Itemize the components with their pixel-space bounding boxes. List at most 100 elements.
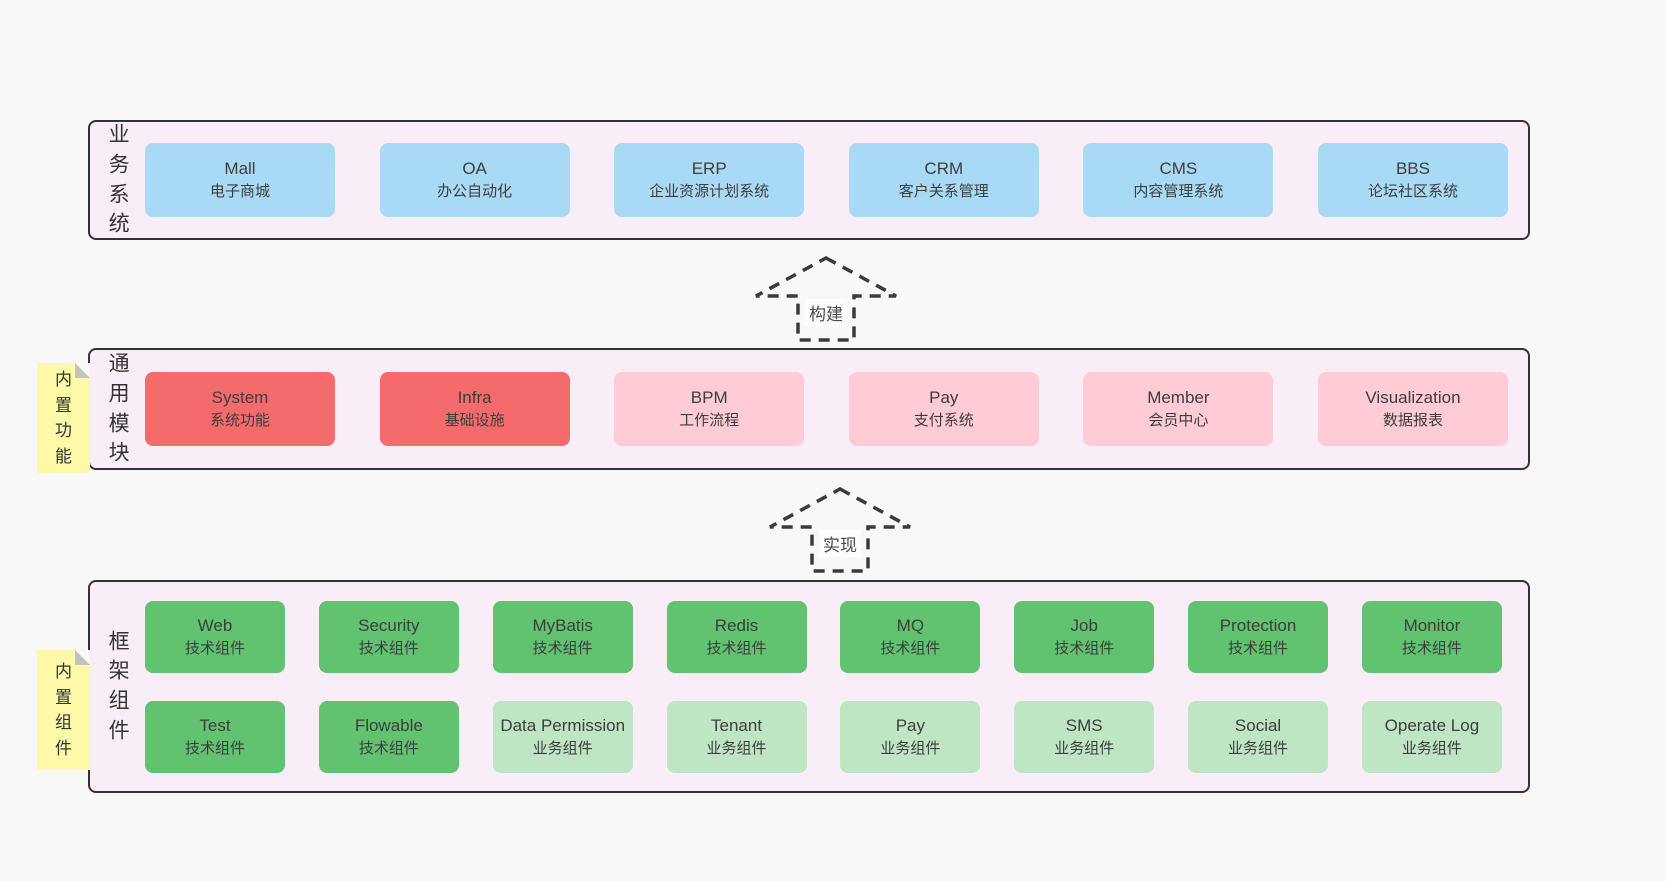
box-en-label: Web [197,615,233,635]
box-zh-label: 技术组件 [1054,639,1115,657]
box-bbs: BBS 论坛社区系统 [1317,143,1508,217]
box-en-label: Flowable [354,715,423,735]
sticky-note-built-in-components: 内置组件 [37,650,90,770]
box-job: Job 技术组件 [1014,600,1155,673]
arrow-up-icon [755,256,897,342]
box-zh-label: 工作流程 [679,412,740,429]
box-zh-label: 内容管理系统 [1133,183,1224,200]
box-protection: Protection 技术组件 [1188,600,1329,673]
box-en-label: CRM [924,159,964,178]
box-zh-label: 系统功能 [209,412,270,429]
sticky-label: 内置组件 [54,662,72,758]
box-en-label: MyBatis [532,615,593,635]
box-pay-component: Pay 业务组件 [840,700,981,773]
box-bpm: BPM 工作流程 [614,372,805,446]
box-zh-label: 业务组件 [1228,739,1289,757]
box-zh-label: 技术组件 [358,639,419,657]
box-zh-label: 办公自动化 [437,183,513,200]
box-zh-label: 数据报表 [1382,412,1443,429]
box-security: Security 技术组件 [318,600,459,673]
box-en-label: Visualization [1365,388,1461,407]
common-modules-panel: 通用模块 System 系统功能 Infra 基础设施 BPM 工作流程 Pay… [88,348,1530,470]
box-en-label: System [211,388,269,407]
box-zh-label: 客户关系管理 [898,183,989,200]
box-en-label: Mall [224,159,256,178]
framework-components-side-label: 框架组件 [108,629,130,743]
box-en-label: BPM [690,388,728,407]
box-en-label: CMS [1159,159,1198,178]
business-systems-side-label: 业务系统 [108,123,130,236]
business-systems-panel: 业务系统 Mall 电子商城 OA 办公自动化 ERP 企业资源计划系统 CRM… [88,120,1530,240]
box-tenant: Tenant 业务组件 [666,700,807,773]
box-zh-label: 业务组件 [880,739,941,757]
box-zh-label: 论坛社区系统 [1367,183,1458,200]
box-en-label: Operate Log [1384,715,1480,735]
arrow-build-label: 构建 [805,299,847,326]
common-modules-side-label: 通用模块 [108,352,130,465]
arrow-implement-label: 实现 [819,530,861,557]
box-mybatis: MyBatis 技术组件 [492,600,633,673]
box-en-label: Pay [895,715,926,735]
box-zh-label: 业务组件 [1401,739,1462,757]
box-en-label: OA [462,159,487,178]
box-zh-label: 技术组件 [1228,639,1289,657]
sticky-label: 内置功能 [54,370,72,466]
box-test: Test 技术组件 [145,700,285,773]
box-web: Web 技术组件 [145,600,285,673]
box-en-label: Infra [457,388,492,407]
box-oa: OA 办公自动化 [379,143,570,217]
framework-row-2: Test 技术组件 Flowable 技术组件 Data Permission … [145,700,1502,773]
box-en-label: BBS [1395,159,1430,178]
box-en-label: ERP [691,159,727,178]
box-en-label: Pay [929,388,959,407]
box-redis: Redis 技术组件 [666,600,807,673]
box-visualization: Visualization 数据报表 [1317,372,1508,446]
box-en-label: Security [358,615,420,635]
box-en-label: Test [199,715,231,735]
sticky-note-built-in-features: 内置功能 [37,363,90,473]
box-sms: SMS 业务组件 [1014,700,1155,773]
box-system: System 系统功能 [145,372,335,446]
arrow-implement: 实现 [766,486,914,574]
box-en-label: MQ [896,615,925,635]
box-crm: CRM 客户关系管理 [848,143,1039,217]
box-zh-label: 技术组件 [532,639,593,657]
box-zh-label: 基础设施 [444,412,505,429]
box-erp: ERP 企业资源计划系统 [614,143,805,217]
framework-row-1: Web 技术组件 Security 技术组件 MyBatis 技术组件 Redi… [145,600,1502,673]
box-en-label: Job [1070,615,1098,635]
box-en-label: Member [1147,388,1210,407]
framework-components-panel: 框架组件 Web 技术组件 Security 技术组件 MyBatis 技术组件… [88,580,1530,793]
box-en-label: Protection [1219,615,1297,635]
box-en-label: SMS [1065,715,1103,735]
common-modules-row: System 系统功能 Infra 基础设施 BPM 工作流程 Pay 支付系统… [145,372,1508,446]
box-zh-label: 技术组件 [706,639,767,657]
box-en-label: Monitor [1403,615,1461,635]
box-operate-log: Operate Log 业务组件 [1361,700,1502,773]
box-zh-label: 技术组件 [184,639,245,657]
box-en-label: Social [1234,715,1282,735]
box-zh-label: 技术组件 [1401,639,1462,657]
arrow-build: 构建 [752,255,900,343]
box-mq: MQ 技术组件 [840,600,981,673]
box-zh-label: 业务组件 [1054,739,1115,757]
box-zh-label: 业务组件 [706,739,767,757]
box-zh-label: 技术组件 [358,739,419,757]
box-zh-label: 业务组件 [532,739,593,757]
box-zh-label: 电子商城 [209,183,270,200]
framework-components-rows: Web 技术组件 Security 技术组件 MyBatis 技术组件 Redi… [145,600,1502,773]
box-zh-label: 技术组件 [184,739,245,757]
box-flowable: Flowable 技术组件 [318,700,459,773]
box-monitor: Monitor 技术组件 [1361,600,1502,673]
box-member: Member 会员中心 [1083,372,1274,446]
box-zh-label: 会员中心 [1148,412,1209,429]
box-en-label: Data Permission [500,715,626,735]
arrow-up-icon [769,487,911,573]
box-zh-label: 支付系统 [913,412,974,429]
box-pay-module: Pay 支付系统 [848,372,1039,446]
box-data-permission: Data Permission 业务组件 [492,700,633,773]
box-cms: CMS 内容管理系统 [1083,143,1274,217]
box-social: Social 业务组件 [1188,700,1329,773]
box-mall: Mall 电子商城 [145,143,335,217]
